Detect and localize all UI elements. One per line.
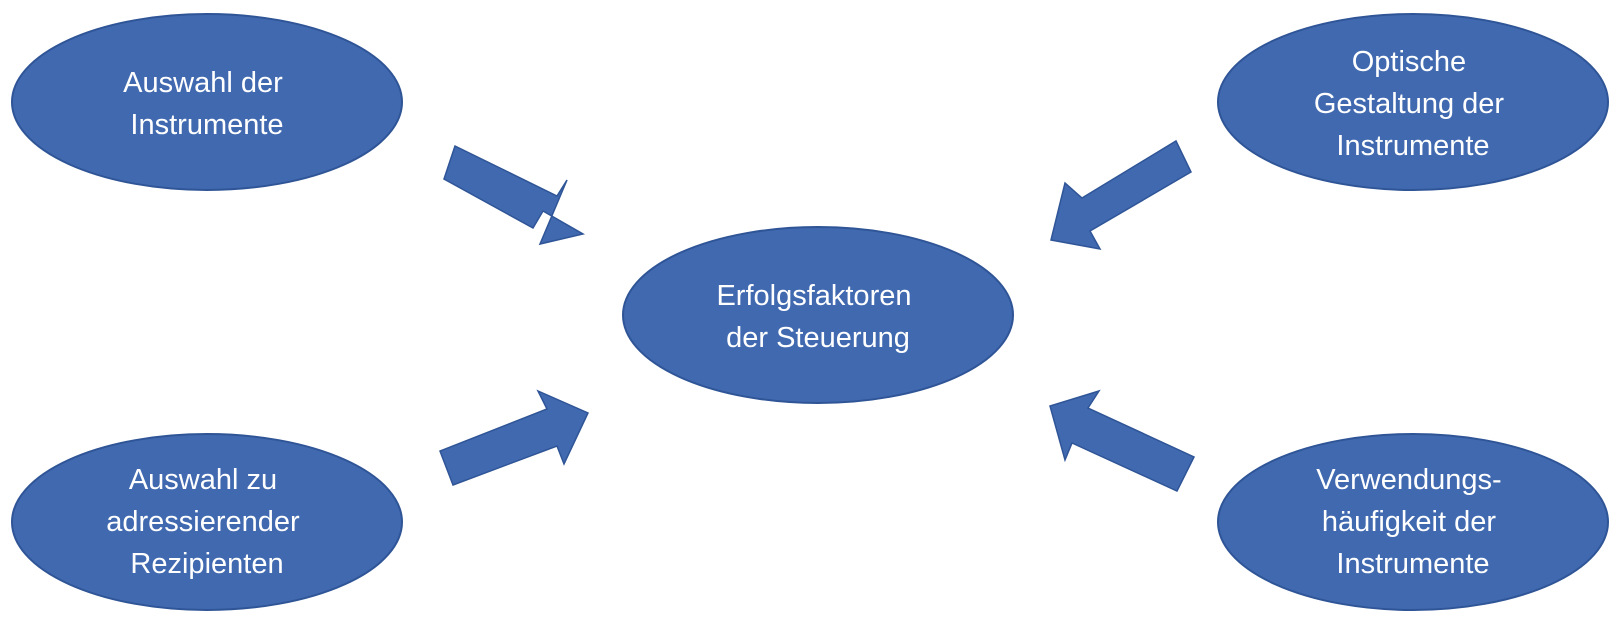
- node-optische-gestaltung: [1217, 13, 1609, 191]
- arrow-bottom-right: [1049, 389, 1196, 492]
- label-line: Erfolgsfaktoren: [716, 280, 911, 312]
- label-optische-gestaltung: Optische Gestaltung der Instrumente: [1314, 46, 1512, 162]
- node-verwendungshaeufigkeit: [1217, 433, 1609, 611]
- label-line: Auswahl der: [123, 67, 283, 99]
- label-line: adressierender: [106, 506, 300, 538]
- label-line: häufigkeit der: [1322, 506, 1496, 538]
- label-auswahl-instrumente: Auswahl der Instrumente: [123, 67, 291, 141]
- arrow-top-left: [443, 144, 586, 246]
- label-erfolgsfaktoren: Erfolgsfaktoren der Steuerung: [716, 280, 919, 354]
- node-erfolgsfaktoren: [622, 226, 1014, 404]
- label-line: Optische: [1352, 46, 1466, 78]
- arrow-top-right: [1050, 139, 1192, 251]
- label-line: Instrumente: [1336, 130, 1489, 162]
- label-line: der Steuerung: [726, 322, 910, 354]
- label-auswahl-rezipienten: Auswahl zu adressierender Rezipienten: [106, 464, 308, 580]
- label-verwendungshaeufigkeit: Verwendungs- häufigkeit der Instrumente: [1316, 464, 1509, 580]
- label-line: Instrumente: [130, 109, 283, 141]
- label-line: Verwendungs-: [1316, 464, 1501, 496]
- label-line: Rezipienten: [130, 548, 283, 580]
- label-line: Instrumente: [1336, 548, 1489, 580]
- label-line: Auswahl zu: [129, 464, 277, 496]
- label-line: Gestaltung der: [1314, 88, 1505, 120]
- node-auswahl-instrumente: [11, 13, 403, 191]
- node-auswahl-rezipienten: [11, 433, 403, 611]
- arrow-bottom-left: [439, 389, 590, 486]
